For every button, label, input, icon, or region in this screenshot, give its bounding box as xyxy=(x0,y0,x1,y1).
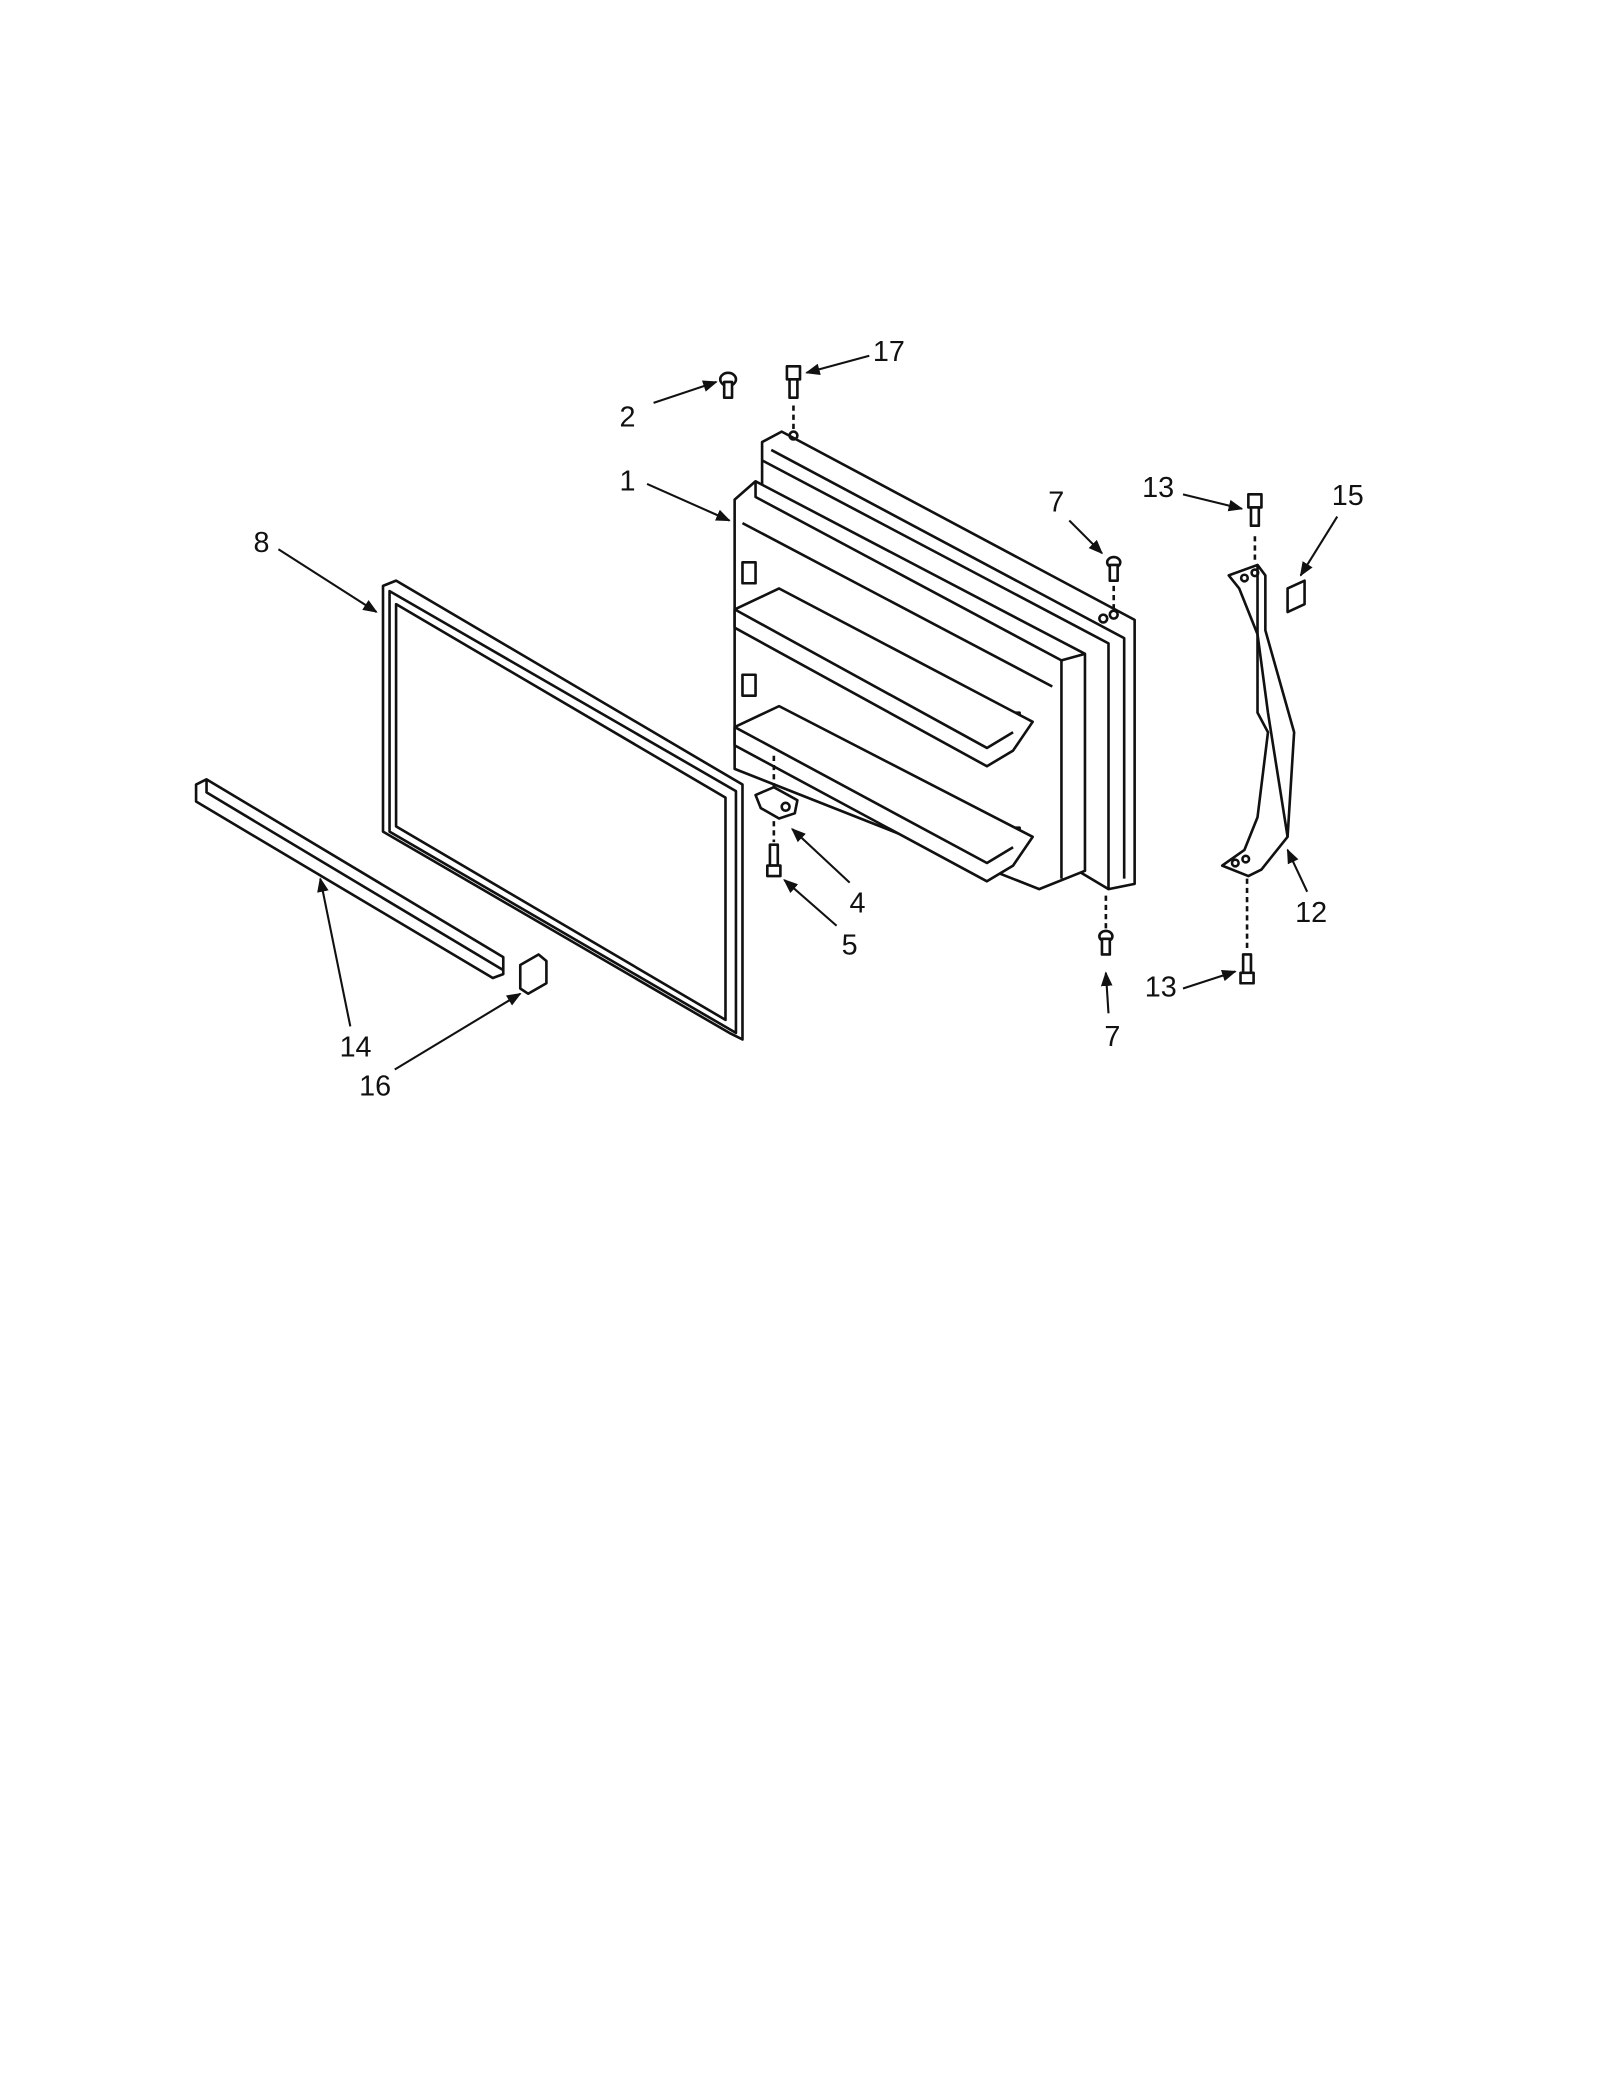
callout-label-7: 7 xyxy=(1104,1021,1120,1053)
door-handle xyxy=(1220,563,1306,878)
door-gasket xyxy=(381,579,744,1041)
callout-labels: 17 2 1 8 7 13 15 4 5 12 7 13 14 16 xyxy=(253,336,1363,1103)
screw-5 xyxy=(766,821,782,878)
callout-arrow-5 xyxy=(783,879,838,927)
callout-arrow-8 xyxy=(277,548,378,613)
callout-arrow-15 xyxy=(1299,516,1339,577)
callout-label-14: 14 xyxy=(340,1031,372,1063)
callout-arrow-7 xyxy=(1100,971,1113,1014)
screw-13-bottom xyxy=(1239,878,1255,985)
callout-label-5: 5 xyxy=(842,929,858,961)
door-shelf-upper xyxy=(733,587,1034,768)
callout-arrow-14 xyxy=(317,877,352,1027)
callout-label-1: 1 xyxy=(619,465,635,497)
pin-7-bottom xyxy=(1098,895,1114,956)
breaker-strip xyxy=(194,778,505,980)
callout-arrow-4 xyxy=(791,828,851,884)
pin-7-top xyxy=(1105,555,1122,609)
hinge xyxy=(754,755,799,820)
callout-label-4: 4 xyxy=(850,888,866,920)
callout-label-8: 8 xyxy=(253,527,269,559)
callout-arrow-7 xyxy=(1068,519,1103,555)
screw-17 xyxy=(785,364,802,430)
callout-arrow-1 xyxy=(646,482,731,522)
callout-label-16: 16 xyxy=(359,1071,391,1103)
callout-arrow-17 xyxy=(805,354,870,376)
callout-label-13: 13 xyxy=(1145,971,1177,1003)
callout-arrow-2 xyxy=(653,380,718,404)
callout-label-13: 13 xyxy=(1142,472,1174,504)
callout-arrow-16 xyxy=(394,992,522,1071)
screw-13-top xyxy=(1247,493,1263,563)
callout-label-12: 12 xyxy=(1295,897,1327,929)
callout-label-7: 7 xyxy=(1048,486,1064,518)
door-shelf-lower xyxy=(733,704,1034,883)
pin-2 xyxy=(718,371,738,399)
callout-label-15: 15 xyxy=(1332,480,1364,512)
callout-label-2: 2 xyxy=(619,401,635,433)
callout-arrow-12 xyxy=(1286,848,1309,893)
callout-arrow-13 xyxy=(1182,969,1237,990)
callout-arrow-13 xyxy=(1182,493,1244,512)
strip-clip xyxy=(518,953,548,996)
callout-label-17: 17 xyxy=(873,336,905,368)
callout-arrows xyxy=(277,354,1339,1071)
